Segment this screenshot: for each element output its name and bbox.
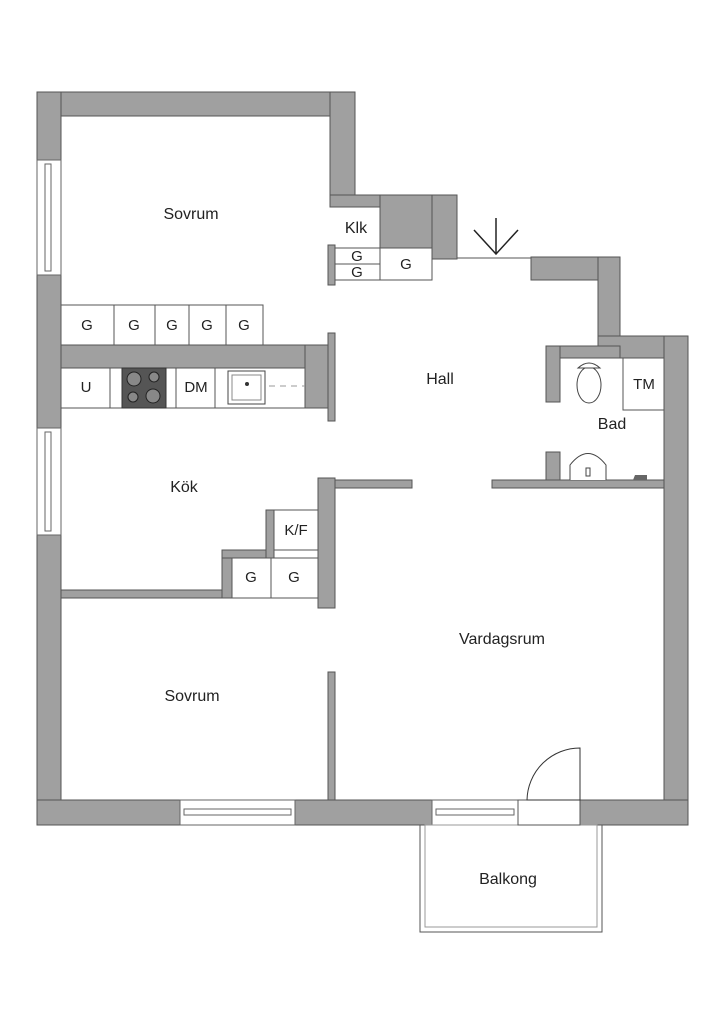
room-label-hall: Hall: [426, 371, 454, 388]
wardrobe-label: G: [238, 317, 250, 334]
wardrobe-label: G: [245, 569, 257, 586]
room-label-bedroom: Sovrum: [164, 688, 219, 705]
wardrobe-label: G: [351, 264, 363, 281]
balcony-door: [517, 747, 581, 826]
dishwasher-label: DM: [184, 379, 207, 396]
room-label-living-room: Vardagsrum: [459, 631, 545, 648]
wardrobe-label: G: [201, 317, 213, 334]
washbasin-icon: [569, 453, 607, 480]
wardrobe-label: G: [351, 248, 363, 265]
wardrobe-label: G: [288, 569, 300, 586]
windows: [36, 159, 519, 826]
bathroom-fixtures: TM: [569, 357, 665, 480]
room-label-bath: Bad: [598, 416, 626, 433]
freezer-label: U: [81, 379, 92, 396]
entrance-arrow-icon: [473, 218, 519, 256]
closet-wardrobes: G G G: [334, 247, 433, 281]
room-label-bedroom: Sovrum: [163, 206, 218, 223]
kitchen-cabinets: K/F G G: [231, 509, 319, 599]
wardrobe-row: G G G G G: [60, 304, 264, 346]
kitchen-counter: U DM: [60, 367, 306, 409]
room-label-closet: Klk: [345, 220, 368, 237]
fridge-label: K/F: [284, 522, 307, 539]
wardrobe-label: G: [128, 317, 140, 334]
wardrobe-label: G: [400, 256, 412, 273]
faucet-icon: [633, 475, 647, 480]
wardrobe-label: G: [166, 317, 178, 334]
wardrobe-label: G: [81, 317, 93, 334]
washer-label: TM: [633, 376, 655, 393]
toilet-icon: [576, 366, 602, 404]
room-label-kitchen: Kök: [170, 479, 199, 496]
room-label-balcony: Balkong: [479, 871, 537, 888]
balcony: [419, 824, 603, 933]
